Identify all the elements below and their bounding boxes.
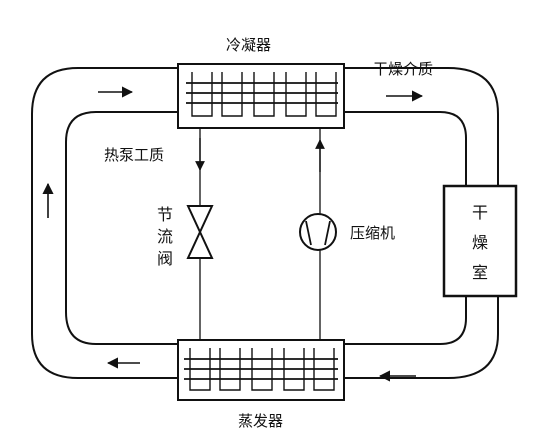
drying-room-label-2: 燥 — [472, 233, 488, 252]
heat-pump-fluid-label: 热泵工质 — [104, 146, 164, 164]
drying-room-box — [442, 184, 518, 298]
condenser-label: 冷凝器 — [226, 36, 271, 54]
air-duct-inner-wall — [65, 111, 467, 345]
throttle-valve-label-1: 节 — [157, 205, 173, 224]
drying-room-label-1: 干 — [472, 203, 488, 222]
drying-room-label-3: 室 — [472, 263, 488, 282]
throttle-valve-label-3: 阀 — [157, 249, 173, 268]
evaporator-label: 蒸发器 — [238, 412, 283, 430]
throttle-valve-label-2: 流 — [157, 227, 173, 246]
compressor-icon — [299, 213, 337, 251]
drying-medium-label: 干燥介质 — [373, 60, 433, 78]
evaporator — [177, 339, 345, 401]
compressor-label: 压缩机 — [350, 224, 395, 242]
condenser — [177, 63, 345, 129]
air-duct-outer-wall — [31, 67, 499, 379]
throttle-valve-icon — [186, 205, 214, 259]
